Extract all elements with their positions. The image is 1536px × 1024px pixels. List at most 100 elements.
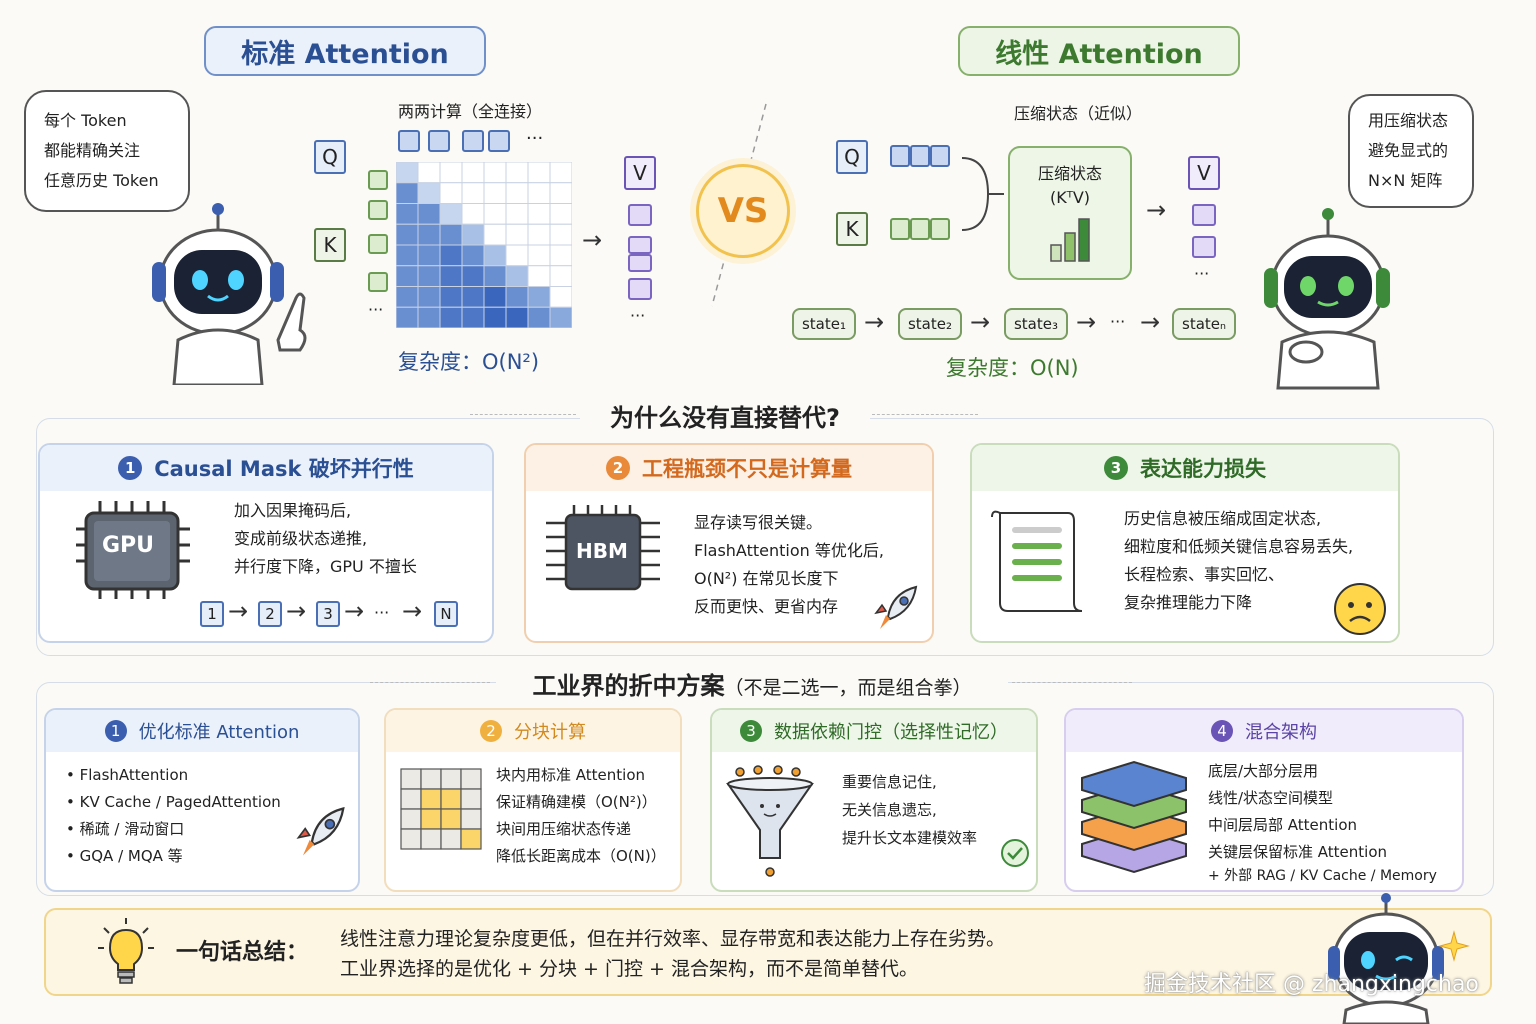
matrix-cell	[527, 244, 551, 267]
text-line: • GQA / MQA 等	[66, 847, 183, 865]
grid-cell	[420, 788, 442, 810]
matrix-cell	[439, 244, 463, 267]
card-title: 工程瓶颈不只是计算量	[642, 457, 852, 481]
k-label: K	[314, 228, 346, 262]
matrix-cell	[439, 203, 463, 225]
num-badge: 1	[118, 456, 143, 480]
matrix-cell	[527, 306, 551, 328]
industry-card-header: 4 混合架构	[1066, 710, 1462, 752]
card-title: Causal Mask 破坏并行性	[154, 457, 414, 481]
card-title: 分块计算	[514, 722, 586, 743]
industry-card-hybrid: 4 混合架构 底层/大部分层用 线性/状态空间模型 中间层局部 Attention…	[1064, 708, 1464, 892]
seq-box	[462, 130, 484, 152]
state-dots: ···	[1110, 312, 1126, 331]
industry-divider-right	[1012, 682, 1132, 683]
bar-chart-icon	[1050, 218, 1090, 262]
matrix-cell	[461, 244, 485, 267]
text-line: 块间用压缩状态传递	[496, 820, 632, 838]
k-seq-box	[910, 218, 930, 240]
why-card-text: 历史信息被压缩成固定状态, 细粒度和低频关键信息容易丢失, 长程检索、事实回忆、…	[1124, 505, 1353, 617]
grid-cell	[400, 768, 422, 790]
industry-card-text: 底层/大部分层用 线性/状态空间模型 中间层局部 Attention 关键层保留…	[1208, 758, 1437, 886]
text-line: 无关信息遗忘,	[842, 801, 937, 819]
k-seq-box	[368, 234, 388, 254]
matrix-cell	[439, 306, 463, 328]
state-box: state₂	[898, 308, 962, 340]
sparkle-icon	[1438, 930, 1470, 962]
bubble-line: 避免显式的	[1368, 141, 1449, 160]
standard-attention-title: 标准 Attention	[204, 26, 486, 76]
matrix-cell	[505, 203, 529, 225]
matrix-cell	[505, 223, 529, 246]
num-badge: 3	[740, 720, 762, 742]
gpu-label: GPU	[102, 533, 155, 558]
grid-cell	[400, 828, 422, 850]
k-seq-box	[368, 200, 388, 220]
seq-box	[488, 130, 510, 152]
why-title: 为什么没有直接替代?	[580, 398, 870, 433]
matrix-cell	[396, 162, 419, 184]
industry-card-text: 块内用标准 Attention 保证精确建模（O(N²)） 块间用压缩状态传递 …	[496, 762, 666, 870]
matrix-cell	[461, 182, 485, 204]
rocket-icon	[296, 806, 345, 856]
chain-step: 3	[316, 601, 340, 627]
v-seq-box	[628, 254, 652, 272]
grid-cell	[440, 788, 462, 810]
q-label-linear: Q	[836, 140, 868, 174]
num-badge: 4	[1211, 720, 1233, 742]
text-line: 复杂推理能力下降	[1124, 593, 1253, 612]
text-line: 加入因果掩码后,	[234, 501, 352, 520]
matrix-cell	[483, 306, 507, 328]
matrix-cell	[417, 306, 441, 328]
card-title: 混合架构	[1245, 722, 1317, 743]
summary-bar	[44, 908, 1492, 996]
matrix-cell	[483, 286, 507, 308]
matrix-cell	[549, 223, 572, 246]
num-badge: 3	[1104, 456, 1128, 480]
q-seq-box	[930, 145, 950, 167]
bubble-line: 任意历史 Token	[44, 171, 159, 190]
matrix-cell	[505, 244, 529, 267]
bubble-line: 用压缩状态	[1368, 111, 1449, 130]
state-box: stateₙ	[1172, 308, 1236, 340]
matrix-cell	[505, 265, 529, 287]
right-speech-bubble: 用压缩状态 避免显式的 N×N 矩阵	[1348, 94, 1474, 208]
matrix-cell	[461, 265, 485, 287]
why-divider-right	[872, 414, 978, 415]
matrix-cell	[417, 223, 441, 246]
seq-box	[428, 130, 450, 152]
pairwise-label: 两两计算（全连接）	[398, 102, 543, 121]
compress-box-formula: (KᵀV)	[1049, 188, 1091, 207]
funnel-icon	[726, 765, 814, 877]
seq-dots: ···	[526, 128, 544, 149]
hbm-label: HBM	[576, 539, 628, 563]
matrix-cell	[417, 265, 441, 287]
text-line: 反而更快、更省内存	[694, 597, 839, 616]
seq-box	[398, 130, 420, 152]
k-seq-box	[368, 170, 388, 190]
why-card-text: 显存读写很关键。 FlashAttention 等优化后, O(N²) 在常见长…	[694, 509, 884, 621]
arrow-icon: →	[228, 597, 249, 625]
q-seq-box	[890, 145, 910, 167]
rocket-icon	[874, 585, 918, 629]
v-seq-box	[1192, 204, 1216, 226]
matrix-cell	[527, 223, 551, 246]
why-card-causal-mask: 1 Causal Mask 破坏并行性 GPU 加入因果掩码后, 变成前级状态递推…	[38, 443, 494, 643]
bubble-line: N×N 矩阵	[1368, 171, 1443, 190]
text-line: 变成前级状态递推,	[234, 529, 368, 548]
matrix-cell	[483, 223, 507, 246]
industry-subtitle: （不是二选一，而是组合拳）	[724, 677, 972, 699]
grid-cell	[460, 768, 482, 790]
v-seq-box	[628, 278, 652, 300]
bubble-line: 都能精确关注	[44, 141, 141, 160]
matrix-cell	[439, 265, 463, 287]
industry-title: 工业界的折中方案	[532, 672, 725, 700]
matrix-cell	[417, 244, 441, 267]
